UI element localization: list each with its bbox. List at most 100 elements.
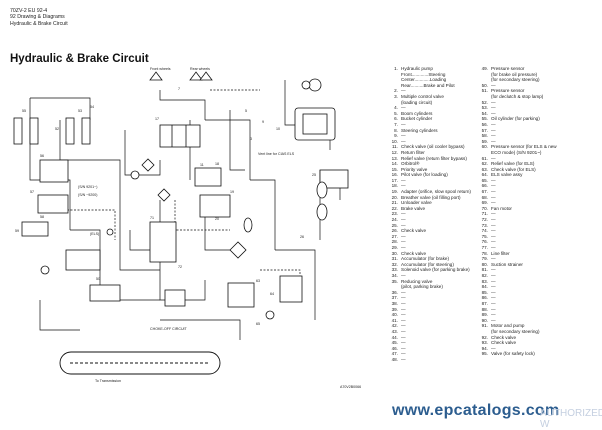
legend-item: 20.Breather valve (oil filling port) <box>380 195 471 201</box>
label-19: 19 <box>230 190 234 194</box>
legend-text: — <box>401 289 406 295</box>
note-choke-off: CHOKE-OFF CIRCUIT <box>150 327 188 331</box>
legend-number: 63. <box>481 166 488 172</box>
legend-text: — <box>401 345 406 351</box>
legend-number: 14. <box>391 161 398 167</box>
note-sn-9201: (S/N 9201~) <box>78 185 97 189</box>
legend-item: 41.— <box>380 318 471 324</box>
legend-item: 63.Check valve (for ELS) <box>470 167 557 173</box>
legend-text: — <box>491 82 496 88</box>
legend-number: 22. <box>391 205 398 211</box>
label-18: 18 <box>215 162 219 166</box>
legend-item: 90.— <box>470 318 557 324</box>
legend-number: 24. <box>391 217 398 223</box>
legend-number: 29. <box>391 245 398 250</box>
label-54: 54 <box>90 105 94 109</box>
legend-number: 6. <box>394 116 398 122</box>
legend-text: — <box>491 222 496 228</box>
legend-item: 64.ELS valve assy <box>470 172 557 178</box>
legend-text: Priority valve <box>401 166 428 172</box>
legend-item: 83.— <box>470 279 557 285</box>
label-3: 3 <box>250 137 252 141</box>
legend-number: 37. <box>391 295 398 301</box>
legend-number: 83. <box>481 278 488 284</box>
legend-item: Center............Loading <box>380 77 471 83</box>
legend-item: 9.— <box>380 133 471 139</box>
legend-text: — <box>401 317 406 323</box>
legend-item: 46.— <box>380 346 471 352</box>
legend-number: 55. <box>481 116 488 122</box>
watermark-faint: AUTHORIZED W <box>540 408 602 430</box>
label-11: 11 <box>200 163 204 167</box>
legend-text: Hydraulic pump <box>401 66 433 71</box>
legend-number: 19. <box>391 189 398 195</box>
legend-item: 36.— <box>380 290 471 296</box>
legend-number: 61. <box>481 155 488 161</box>
legend-item: 49.Pressure sensor <box>470 66 557 72</box>
legend-number: 70. <box>481 205 488 211</box>
legend-item: 57.— <box>470 128 557 134</box>
legend-item: 18.— <box>380 183 471 189</box>
legend-number: 92. <box>481 334 488 340</box>
legend-text: (pilot, parking brake) <box>401 284 443 290</box>
legend-text: Orbitrol® <box>401 161 420 167</box>
legend-text: — <box>491 256 496 262</box>
legend-text: — <box>491 278 496 284</box>
legend-text: — <box>491 155 496 161</box>
legend-text: Center............Loading <box>401 77 447 83</box>
legend-number: 18. <box>391 183 398 189</box>
legend-item: 47.— <box>380 351 471 357</box>
label-50: 50 <box>96 277 100 281</box>
legend-item: 38.— <box>380 301 471 307</box>
legend-text: — <box>491 300 496 306</box>
legend-number: 64. <box>481 172 488 178</box>
legend-number: 2. <box>394 88 398 94</box>
label-53: 53 <box>78 109 82 113</box>
legend-item: 73.— <box>470 223 557 229</box>
legend-item: 85.— <box>470 290 557 296</box>
legend-item: 52.— <box>470 100 557 106</box>
legend-text: (for brake oil pressure) <box>491 71 538 77</box>
legend-text: — <box>401 217 406 223</box>
legend-number: 58. <box>481 133 488 139</box>
legend-item: 27.— <box>380 234 471 240</box>
legend-item: 72.— <box>470 217 557 223</box>
legend-number: 25. <box>391 222 398 228</box>
legend-item: 56.— <box>470 122 557 128</box>
legend-text: ELS valve assy <box>491 172 523 178</box>
legend-text: ECO mode) (S/N 9201~) <box>491 149 542 155</box>
legend-text: (for secondary steering) <box>491 328 540 334</box>
legend-text: — <box>401 334 406 340</box>
legend-item: 50.— <box>470 83 557 89</box>
legend-text: Fan motor <box>491 205 512 211</box>
legend-item: 92.Check valve <box>470 335 557 341</box>
legend-number: 1. <box>394 66 398 71</box>
legend-number: 23. <box>391 211 398 217</box>
legend-text: — <box>401 272 406 278</box>
legend-text: Check valve (for ELS) <box>491 166 536 172</box>
legend-item: 15.Priority valve <box>380 167 471 173</box>
legend-text: (for declutch & stop lamp) <box>491 93 544 99</box>
legend-number: 76. <box>481 239 488 245</box>
legend-number: 56. <box>481 121 488 127</box>
legend-text: — <box>491 245 496 250</box>
page-title: Hydraulic & Brake Circuit <box>10 53 149 65</box>
legend-item: 30.Check valve <box>380 251 471 257</box>
legend-item: 14.Orbitrol® <box>380 161 471 167</box>
legend-text: — <box>401 306 406 312</box>
legend-number: 85. <box>481 289 488 295</box>
legend-number: 45. <box>391 340 398 346</box>
legend-item: 71.— <box>470 211 557 217</box>
legend-text: — <box>401 356 406 362</box>
legend-item: Front.............Steering <box>380 72 471 78</box>
label-52: 52 <box>55 127 59 131</box>
legend-text: Line filter <box>491 250 510 256</box>
legend-number: 31. <box>391 256 398 262</box>
legend-text: Pressure sensor <box>491 88 525 94</box>
label-72: 72 <box>178 265 182 269</box>
legend-text: Relief valve (return filter bypass) <box>401 155 467 161</box>
legend-text: — <box>491 200 496 206</box>
legend-text: — <box>491 110 496 116</box>
legend-text: — <box>401 312 406 318</box>
legend-number: 73. <box>481 222 488 228</box>
